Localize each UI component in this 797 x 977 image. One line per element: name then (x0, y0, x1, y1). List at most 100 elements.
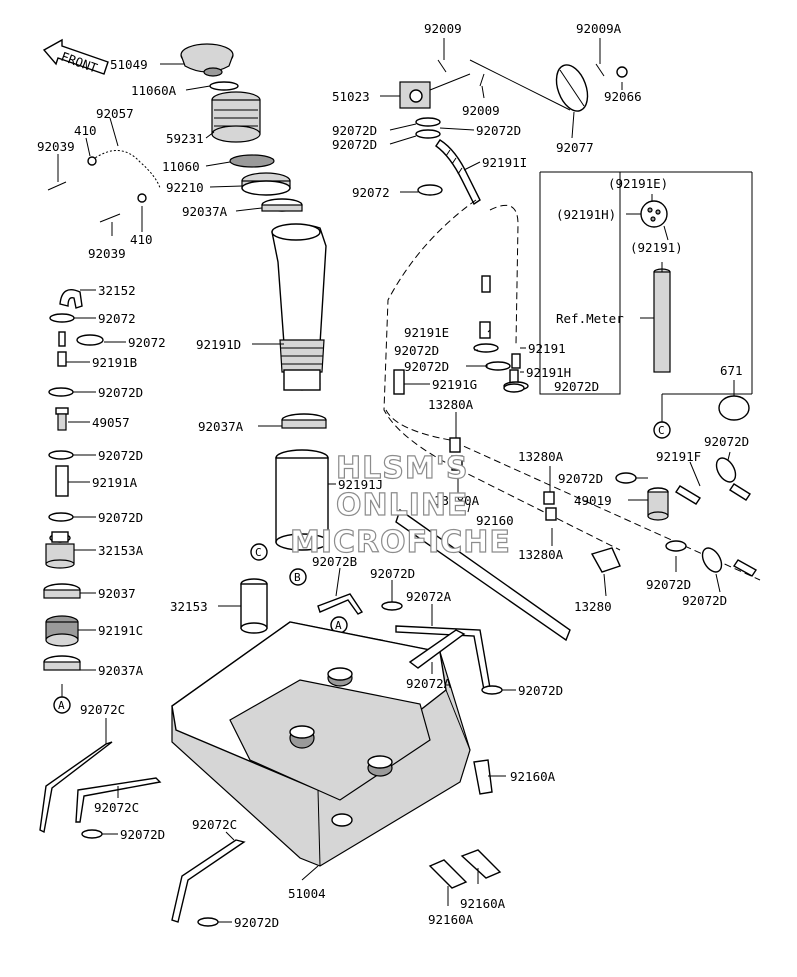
label-92072d-c: 92072D (98, 510, 143, 525)
clamp-92072d-f (81, 829, 103, 839)
label-13280: 13280 (574, 599, 612, 614)
hose-92191f (675, 483, 758, 577)
vent-hose-92057 (87, 150, 161, 203)
label-92191b: 92191B (92, 355, 137, 370)
label-49019: 49019 (574, 493, 612, 508)
clamp-92037 (43, 583, 81, 599)
clamps-92072d-right (503, 383, 737, 573)
gasket-11060 (229, 154, 275, 168)
label-92160a-c: 92160A (428, 912, 474, 927)
joint-32153a (45, 531, 75, 569)
label-92077: 92077 (556, 140, 594, 155)
label-92072-a: 92072 (98, 311, 136, 326)
clamp-92072-b (76, 334, 104, 346)
label-92072-b: 92072 (128, 335, 166, 350)
label-32152: 32152 (98, 283, 136, 298)
label-92009a: 92009A (576, 21, 622, 36)
callout-c-meter: C (653, 421, 671, 439)
ref-meter-box (539, 171, 753, 422)
clamp-92072-a (49, 313, 75, 323)
bracket-13280 (590, 547, 621, 573)
label-92160a-b: 92160A (460, 896, 506, 911)
label-32153a: 32153A (98, 543, 144, 558)
label-92191c: 92191C (98, 623, 143, 638)
label-92072d-e: 92072D (518, 683, 563, 698)
label-92066: 92066 (604, 89, 642, 104)
hose-32153 (240, 578, 268, 634)
clamp-92072d-c (48, 512, 74, 522)
label-92037: 92037 (98, 586, 136, 601)
hose-92191i (435, 139, 481, 206)
strap-92072c-b (75, 777, 162, 823)
clamp-92037a-left (43, 655, 81, 671)
label-92037a-mid: 92037A (198, 419, 244, 434)
strap-92072c-c (171, 839, 246, 923)
hose-92191j (275, 449, 329, 551)
leader-lines (57, 38, 735, 923)
label-92072d-a: 92072D (98, 385, 143, 400)
hose-32152 (59, 289, 83, 309)
label-92072d-n: 92072D (704, 434, 749, 449)
callout-c-meter-label: C (658, 424, 665, 437)
label-13280a-d: 13280A (518, 547, 564, 562)
reflector-92077 (469, 59, 589, 112)
label-59231: 59231 (166, 131, 204, 146)
screw-92009a (595, 63, 605, 77)
callout-a-left-label: A (58, 699, 65, 712)
label-671: 671 (720, 363, 743, 378)
front-arrow: FRONT (42, 38, 109, 76)
clamp-92072d-d (381, 601, 403, 611)
label-51023: 51023 (332, 89, 370, 104)
label-32153: 32153 (170, 599, 208, 614)
label-92072d-d: 92072D (370, 566, 415, 581)
label-92072a-a: 92072A (406, 589, 452, 604)
filter-49019 (647, 487, 669, 521)
label-13280a-b: 13280A (518, 449, 564, 464)
label-92037a-top: 92037A (182, 204, 228, 219)
filler-neck-59231 (211, 91, 261, 143)
label-92072c-c: 92072C (192, 817, 237, 832)
label-92072d-b: 92072D (98, 448, 143, 463)
label-92072c-b: 92072C (94, 800, 139, 815)
label-92191e: 92191E (404, 325, 449, 340)
sender-51023 (399, 73, 471, 109)
label-92191h-paren: (92191H) (556, 207, 616, 222)
strap-92072c-a (39, 741, 113, 834)
label-ref-meter: Ref.Meter (556, 311, 624, 326)
hose-92191b (57, 331, 67, 367)
label-92191f: 92191F (656, 449, 701, 464)
screw-92009-b (479, 73, 485, 87)
label-92072d-m: 92072D (554, 379, 599, 394)
label-51049: 51049 (110, 57, 148, 72)
clamp-92072d-e (481, 685, 503, 695)
callout-b-left-label: B (294, 571, 301, 584)
filler-cap-51049 (180, 43, 234, 77)
label-92072d-j: 92072D (332, 137, 377, 152)
callout-a-tank-label: A (335, 619, 342, 632)
label-51004: 51004 (288, 886, 326, 901)
label-92072d-i: 92072D (476, 123, 521, 138)
label-92072d-g: 92072D (234, 915, 279, 930)
label-92191h: 92191H (526, 365, 571, 380)
label-92072d-h: 92072D (332, 123, 377, 138)
screw-92039-a (47, 181, 67, 191)
label-92009-a: 92009 (424, 21, 462, 36)
clamp-92037a-mid (281, 413, 327, 429)
label-92210: 92210 (166, 180, 204, 195)
label-92191: 92191 (528, 341, 566, 356)
fuel-tank-51004 (171, 621, 471, 867)
meter-pickup (640, 200, 668, 228)
label-11060: 11060 (162, 159, 200, 174)
oring-671 (718, 395, 750, 421)
label-92072a-b: 92072A (406, 676, 452, 691)
watermark-line-3: MICROFICHE (290, 525, 511, 560)
callout-c-left-label: C (255, 546, 262, 559)
label-13280a-a: 13280A (428, 397, 474, 412)
fitting-49057 (55, 407, 69, 431)
label-92072d-q: 92072D (682, 593, 727, 608)
label-92191a: 92191A (92, 475, 138, 490)
pad-92160a-b (460, 849, 502, 879)
label-92191g: 92191G (432, 377, 477, 392)
screw-92039-b (99, 213, 121, 223)
